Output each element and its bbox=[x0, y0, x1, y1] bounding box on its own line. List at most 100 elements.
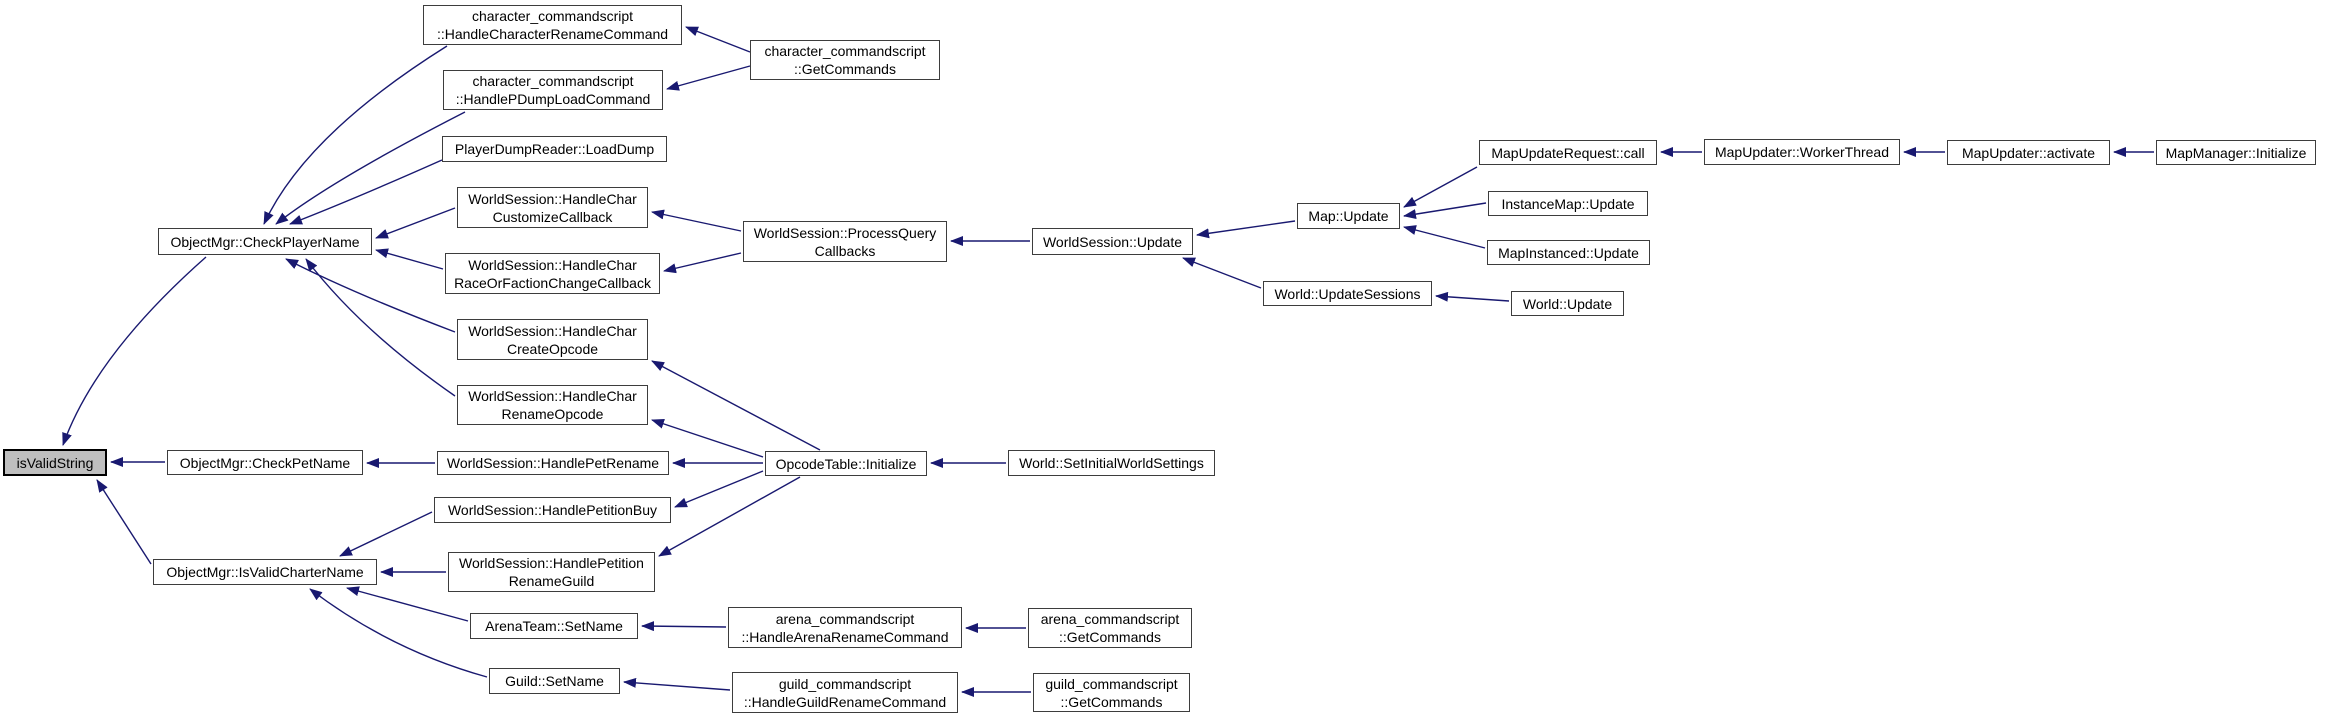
node-mapmanager_init[interactable]: MapManager::Initialize bbox=[2156, 140, 2316, 165]
node-label: WorldSession::HandlePetitionBuy bbox=[447, 502, 658, 518]
node-label: ObjectMgr::CheckPlayerName bbox=[170, 233, 360, 250]
node-label: InstanceMap::Update bbox=[1501, 195, 1635, 212]
node-label: MapUpdateRequest::call bbox=[1491, 144, 1645, 161]
node-label: WorldSession::Update bbox=[1042, 233, 1183, 250]
node-guild_getcommands[interactable]: guild_commandscript::GetCommands bbox=[1033, 673, 1190, 712]
node-opcodetable_init[interactable]: OpcodeTable::Initialize bbox=[765, 451, 927, 476]
edge-checkplayername-to-isvalidstring bbox=[62, 256, 207, 446]
edge-mapupdaterequest_call-to-map_update bbox=[1403, 166, 1478, 208]
node-char_getcommands[interactable]: character_commandscript::GetCommands bbox=[750, 40, 940, 80]
node-playerdump_loaddump[interactable]: PlayerDumpReader::LoadDump bbox=[442, 136, 667, 162]
node-label: MapInstanced::Update bbox=[1498, 244, 1639, 261]
edge-ws_handlecharraceorfaction-to-checkplayername bbox=[375, 248, 444, 270]
node-world_updatesessions[interactable]: World::UpdateSessions bbox=[1263, 281, 1432, 306]
node-label: isValidString bbox=[16, 454, 94, 471]
node-label: ::HandleGuildRenameCommand bbox=[743, 693, 947, 710]
node-label: World::Update bbox=[1522, 295, 1613, 312]
node-label: WorldSession::HandlePetition bbox=[459, 555, 644, 571]
edge-char_handlecharacterrename-to-checkplayername bbox=[263, 45, 448, 225]
edge-char_getcommands-to-char_handlecharacterrename bbox=[685, 26, 751, 53]
edge-ws_processquerycallbacks-to-ws_handlecharraceorfaction bbox=[663, 252, 742, 274]
node-label: ::HandleArenaRenameCommand bbox=[741, 628, 949, 645]
node-label: ::GetCommands bbox=[1059, 629, 1161, 645]
node-label: ::HandlePDumpLoadCommand bbox=[455, 91, 651, 107]
node-world_update[interactable]: World::Update bbox=[1511, 291, 1624, 316]
node-checkpetname[interactable]: ObjectMgr::CheckPetName bbox=[167, 450, 363, 475]
node-label: arena_commandscript bbox=[775, 610, 915, 627]
node-ws_update[interactable]: WorldSession::Update bbox=[1032, 228, 1193, 255]
node-label: MapManager::Initialize bbox=[2165, 144, 2307, 161]
edge-ws_handlecharrename-to-checkplayername bbox=[305, 258, 456, 397]
edge-ws_handlecharcustomize-to-checkplayername bbox=[375, 207, 456, 239]
node-label: WorldSession::ProcessQuery bbox=[753, 224, 937, 241]
node-mapinstanced_update[interactable]: MapInstanced::Update bbox=[1487, 240, 1650, 265]
node-label: Map::Update bbox=[1308, 208, 1389, 224]
node-label: ObjectMgr::CheckPetName bbox=[179, 454, 351, 471]
node-instancemap_update[interactable]: InstanceMap::Update bbox=[1488, 191, 1648, 216]
edge-world_update-to-world_updatesessions bbox=[1435, 291, 1510, 302]
node-char_handlecharacterrename[interactable]: character_commandscript::HandleCharacter… bbox=[423, 5, 682, 45]
edge-isvalidchartername-to-isvalidstring bbox=[96, 479, 152, 565]
node-char_handlepdumpload[interactable]: character_commandscript::HandlePDumpLoad… bbox=[443, 70, 663, 110]
node-label: guild_commandscript bbox=[778, 675, 912, 692]
edge-instancemap_update-to-map_update bbox=[1403, 202, 1487, 220]
edge-arena_handlearenarename-to-arenateam_setname bbox=[641, 621, 727, 632]
edge-opcodetable_init-to-ws_handlepetitionbuy bbox=[674, 470, 764, 508]
node-label: Guild::SetName bbox=[505, 673, 604, 689]
node-map_update[interactable]: Map::Update bbox=[1297, 203, 1400, 229]
node-checkplayername[interactable]: ObjectMgr::CheckPlayerName bbox=[158, 228, 372, 255]
node-label: Callbacks bbox=[814, 242, 876, 259]
node-label: ObjectMgr::IsValidCharterName bbox=[166, 564, 364, 580]
node-world_setinitialworldsettings[interactable]: World::SetInitialWorldSettings bbox=[1008, 450, 1215, 476]
node-guild_setname[interactable]: Guild::SetName bbox=[489, 668, 620, 694]
node-label: character_commandscript bbox=[471, 8, 634, 24]
edge-opcodetable_init-to-ws_handlecharrename bbox=[651, 419, 764, 458]
node-label: WorldSession::HandleChar bbox=[468, 256, 637, 273]
node-label: OpcodeTable::Initialize bbox=[775, 455, 917, 472]
node-label: CreateOpcode bbox=[506, 340, 599, 357]
node-label: PlayerDumpReader::LoadDump bbox=[454, 141, 655, 157]
node-label: ArenaTeam::SetName bbox=[485, 618, 623, 634]
node-label: character_commandscript bbox=[764, 43, 926, 59]
node-label: arena_commandscript bbox=[1040, 611, 1180, 627]
node-mapupdater_workerthread[interactable]: MapUpdater::WorkerThread bbox=[1704, 139, 1900, 165]
node-mapupdaterequest_call[interactable]: MapUpdateRequest::call bbox=[1479, 140, 1657, 165]
node-ws_handlepetitionbuy[interactable]: WorldSession::HandlePetitionBuy bbox=[434, 497, 671, 523]
edge-opcodetable_init-to-ws_handlecharcreate bbox=[651, 360, 821, 451]
node-label: WorldSession::HandlePetRename bbox=[446, 455, 660, 471]
node-arenateam_setname[interactable]: ArenaTeam::SetName bbox=[470, 613, 638, 639]
node-label: WorldSession::HandleChar bbox=[468, 388, 637, 404]
node-label: World::SetInitialWorldSettings bbox=[1019, 455, 1204, 471]
node-arena_getcommands[interactable]: arena_commandscript::GetCommands bbox=[1028, 608, 1192, 648]
edge-guild_setname-to-isvalidchartername bbox=[309, 588, 488, 678]
node-label: MapUpdater::activate bbox=[1961, 144, 2096, 161]
node-mapupdater_activate[interactable]: MapUpdater::activate bbox=[1947, 140, 2110, 165]
edge-ws_handlepetitionbuy-to-isvalidchartername bbox=[339, 511, 433, 557]
node-guild_handleguildrename[interactable]: guild_commandscript::HandleGuildRenameCo… bbox=[732, 672, 958, 713]
node-isvalidchartername[interactable]: ObjectMgr::IsValidCharterName bbox=[153, 559, 377, 585]
node-isvalidstring: isValidString bbox=[3, 449, 107, 476]
node-label: RaceOrFactionChangeCallback bbox=[454, 274, 651, 291]
node-arena_handlearenarename[interactable]: arena_commandscript::HandleArenaRenameCo… bbox=[728, 607, 962, 648]
edge-char_handlepdumpload-to-checkplayername bbox=[275, 111, 466, 225]
node-label: RenameOpcode bbox=[501, 406, 604, 422]
node-label: WorldSession::HandleChar bbox=[468, 190, 637, 207]
node-label: ::GetCommands bbox=[1060, 693, 1163, 710]
node-label: MapUpdater::WorkerThread bbox=[1714, 144, 1890, 160]
node-ws_handlepetrename[interactable]: WorldSession::HandlePetRename bbox=[437, 451, 669, 475]
edge-char_getcommands-to-char_handlepdumpload bbox=[666, 65, 751, 91]
edge-opcodetable_init-to-ws_handlepetitionrenameguild bbox=[658, 476, 801, 557]
node-label: WorldSession::HandleChar bbox=[468, 322, 637, 339]
edge-ws_processquerycallbacks-to-ws_handlecharcustomize bbox=[651, 209, 742, 232]
node-label: ::GetCommands bbox=[794, 61, 896, 77]
edge-arenateam_setname-to-isvalidchartername bbox=[346, 586, 469, 622]
node-label: World::UpdateSessions bbox=[1274, 285, 1421, 302]
edge-mapinstanced_update-to-map_update bbox=[1403, 225, 1486, 249]
node-label: RenameGuild bbox=[508, 573, 595, 589]
